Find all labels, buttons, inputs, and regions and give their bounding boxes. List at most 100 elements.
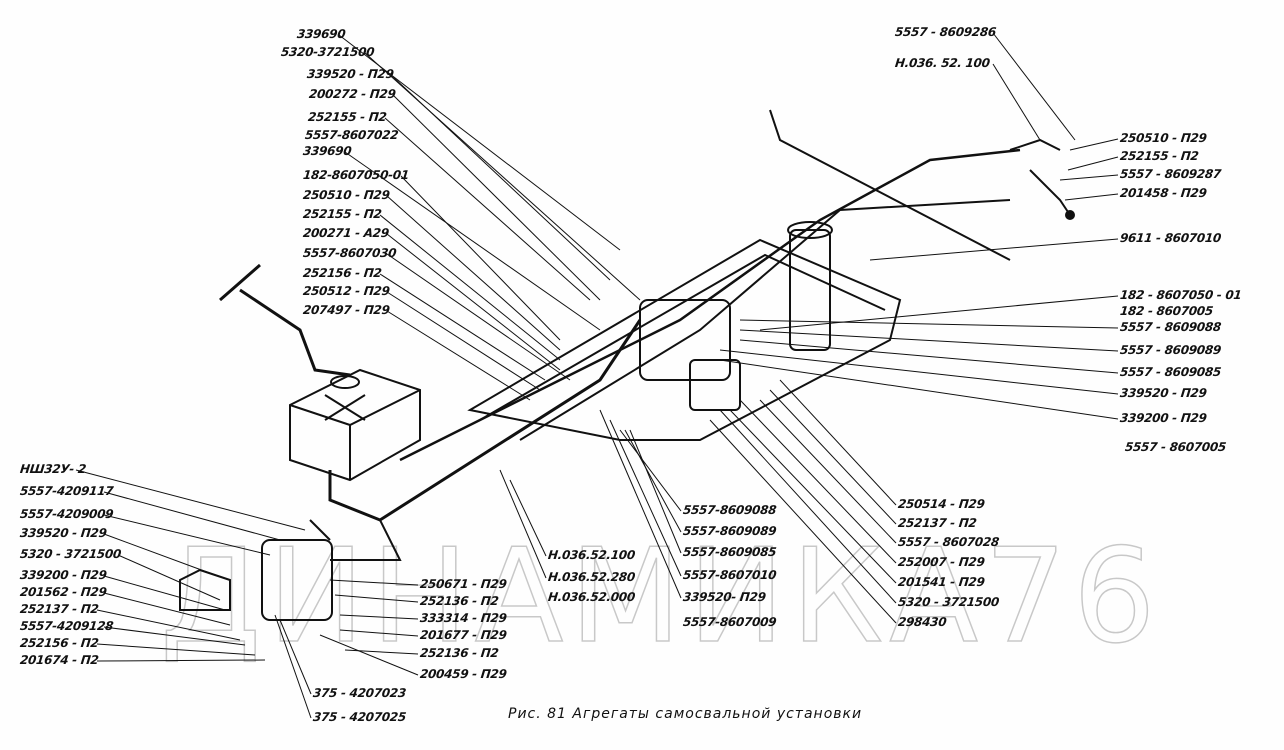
leader-line bbox=[992, 32, 1076, 141]
leader-line bbox=[719, 349, 1119, 395]
leader-line bbox=[400, 175, 561, 341]
part-number-label: 339520 - П29 bbox=[306, 67, 395, 81]
part-number-label: 5557 - 8609085 bbox=[1119, 365, 1222, 379]
leader-line bbox=[386, 253, 571, 381]
part-number-label: Н.036. 52. 100 bbox=[894, 56, 991, 70]
oil-tank bbox=[289, 368, 421, 482]
part-number-label: 339200 - П29 bbox=[1119, 411, 1208, 425]
part-number-label: 5557 - 8609287 bbox=[1119, 167, 1222, 181]
part-number-label: 252136 - П2 bbox=[419, 594, 500, 608]
leader-line bbox=[384, 117, 591, 301]
leader-line bbox=[759, 295, 1119, 331]
leader-line bbox=[1064, 193, 1119, 201]
part-number-label: 5320 - 3721500 bbox=[897, 595, 1000, 609]
leader-line bbox=[609, 419, 682, 577]
part-number-label: 5320 - 3721500 bbox=[19, 547, 122, 561]
part-number-label: 200272 - П29 bbox=[308, 87, 397, 101]
leader-line bbox=[319, 634, 419, 676]
part-number-label: 182 - 8607005 bbox=[1119, 304, 1214, 318]
part-number-label: 5557-8607010 bbox=[682, 568, 777, 582]
part-number-label: 252137 - П2 bbox=[19, 602, 100, 616]
part-number-label: 5557-8609089 bbox=[682, 524, 777, 538]
part-number-label: 339520- П29 bbox=[682, 590, 767, 604]
part-number-label: 5320-3721500 bbox=[280, 45, 375, 59]
part-number-label: 207497 - П29 bbox=[302, 303, 391, 317]
part-number-label: 375 - 4207023 bbox=[312, 686, 407, 700]
leader-line bbox=[103, 575, 226, 611]
leader-line bbox=[386, 291, 541, 391]
part-number-label: 339690 bbox=[302, 144, 353, 158]
part-number-label: 250512 - П29 bbox=[302, 284, 391, 298]
leader-line bbox=[1067, 156, 1119, 171]
part-number-label: 5557-8609088 bbox=[682, 503, 777, 517]
leader-line bbox=[992, 63, 1041, 141]
part-number-label: 5557-8609085 bbox=[682, 545, 777, 559]
part-number-label: 252137 - П2 bbox=[897, 516, 978, 530]
leader-line bbox=[739, 339, 1119, 374]
leader-line bbox=[392, 94, 601, 301]
leader-line bbox=[344, 649, 419, 655]
part-number-label: 201677 - П29 bbox=[419, 628, 508, 642]
part-number-label: Н.036.52.100 bbox=[547, 548, 636, 562]
leader-line bbox=[624, 429, 682, 533]
part-number-label: 298430 bbox=[897, 615, 948, 629]
part-number-label: 5557 - 8609089 bbox=[1119, 343, 1222, 357]
leader-line bbox=[739, 329, 1119, 352]
leader-line bbox=[719, 409, 897, 604]
frame bbox=[467, 238, 902, 441]
part-number-label: 375 - 4207025 bbox=[312, 710, 407, 724]
leader-line bbox=[869, 238, 1119, 261]
part-number-label: 339520 - П29 bbox=[19, 526, 108, 540]
leader-line bbox=[509, 479, 547, 557]
leader-line bbox=[709, 419, 897, 624]
lift-cylinder bbox=[789, 229, 831, 351]
part-number-label: 201562 - П29 bbox=[19, 585, 108, 599]
part-number-label: 250510 - П29 bbox=[302, 188, 391, 202]
part-number-label: 252156 - П2 bbox=[19, 636, 100, 650]
part-number-label: 250671 - П29 bbox=[419, 577, 508, 591]
part-number-label: 339690 bbox=[296, 27, 347, 41]
part-number-label: Н.036.52.000 bbox=[547, 590, 636, 604]
leader-line bbox=[274, 614, 312, 719]
leader-line bbox=[599, 409, 682, 599]
leader-line bbox=[719, 359, 1119, 420]
leader-line bbox=[379, 214, 561, 361]
leader-line bbox=[96, 643, 256, 656]
part-number-label: НШ32У- 2 bbox=[19, 462, 87, 476]
leader-line bbox=[499, 469, 547, 579]
leader-line bbox=[729, 409, 897, 584]
leader-line bbox=[117, 554, 221, 601]
leader-line bbox=[103, 533, 216, 576]
part-number-label: 200459 - П29 bbox=[419, 667, 508, 681]
part-number-label: 252156 - П2 bbox=[302, 266, 383, 280]
leader-line bbox=[769, 389, 897, 525]
leader-line bbox=[96, 659, 266, 662]
leader-line bbox=[386, 233, 561, 371]
leader-line bbox=[103, 491, 281, 541]
leader-line bbox=[338, 34, 621, 251]
leader-line bbox=[339, 629, 419, 637]
leader-line bbox=[279, 619, 312, 695]
leader-line bbox=[390, 74, 611, 281]
part-number-label: Н.036.52.280 bbox=[547, 570, 636, 584]
part-number-label: 252155 - П2 bbox=[302, 207, 383, 221]
leader-line bbox=[759, 399, 897, 544]
leader-line bbox=[339, 614, 419, 620]
figure-caption: Рис. 81 Агрегаты самосвальной установки bbox=[508, 706, 863, 722]
part-number-label: 339520 - П29 bbox=[1119, 386, 1208, 400]
part-number-label: 5557-8607030 bbox=[302, 246, 397, 260]
leader-line bbox=[379, 273, 546, 381]
part-number-label: 5557 - 8609088 bbox=[1119, 320, 1222, 334]
part-number-label: 252155 - П2 bbox=[1119, 149, 1200, 163]
part-number-label: 333314 - П29 bbox=[419, 611, 508, 625]
part-number-label: 5557 - 8607005 bbox=[1124, 440, 1227, 454]
leader-line bbox=[386, 195, 561, 351]
part-number-label: 252155 - П2 bbox=[307, 110, 388, 124]
part-number-label: 201541 - П29 bbox=[897, 575, 986, 589]
leader-line bbox=[103, 514, 271, 556]
part-number-label: 5557-4209117 bbox=[19, 484, 114, 498]
part-number-label: 250514 - П29 bbox=[897, 497, 986, 511]
part-number-label: 201674 - П2 bbox=[19, 653, 100, 667]
